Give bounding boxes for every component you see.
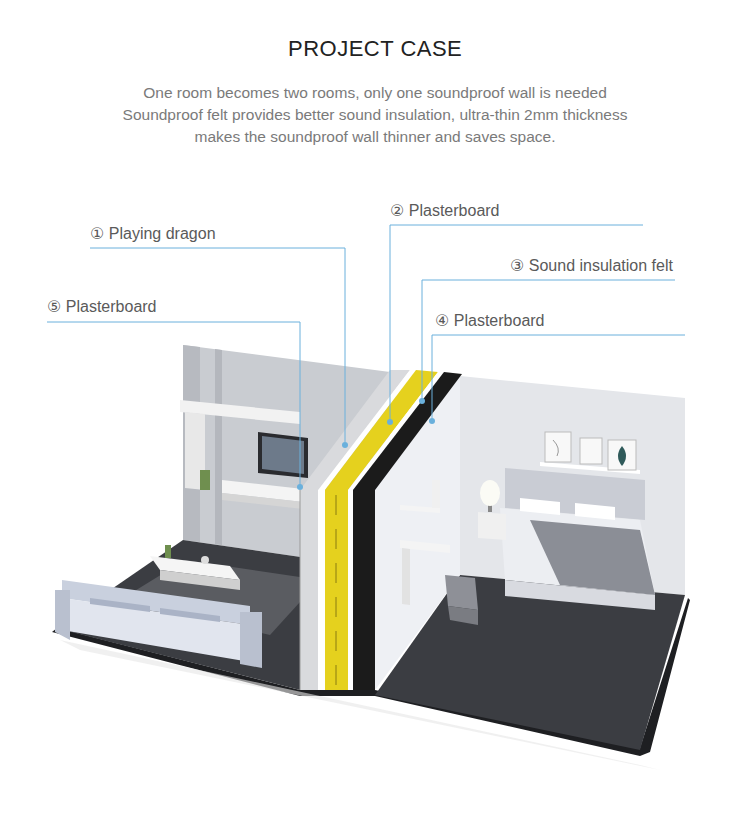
page-title: PROJECT CASE bbox=[288, 36, 462, 62]
coffee-table bbox=[160, 570, 240, 590]
nightstand-lamp bbox=[480, 480, 500, 506]
desk-chair bbox=[445, 575, 478, 610]
leader-line bbox=[432, 335, 685, 336]
right-room bbox=[460, 376, 685, 595]
callout-label: ③ Sound insulation felt bbox=[510, 256, 673, 275]
sofa bbox=[160, 608, 220, 622]
bed bbox=[520, 498, 560, 515]
soundproof-wall bbox=[300, 370, 462, 690]
tv-cabinet bbox=[262, 436, 304, 474]
soundproof-wall bbox=[300, 490, 318, 690]
sofa bbox=[55, 580, 262, 668]
left-room bbox=[215, 349, 222, 545]
leader-dot bbox=[342, 442, 348, 448]
leader-line bbox=[390, 225, 643, 226]
nightstand-lamp bbox=[478, 512, 506, 540]
left-room bbox=[55, 345, 390, 690]
soundproof-wall bbox=[325, 490, 348, 690]
wall-shelf bbox=[608, 440, 636, 470]
desk-chair bbox=[448, 606, 478, 625]
desk-chair bbox=[402, 548, 410, 605]
callout-label: ② Plasterboard bbox=[390, 201, 500, 220]
leader-line bbox=[422, 280, 423, 399]
leader-dot bbox=[419, 398, 425, 404]
nightstand-lamp bbox=[478, 480, 506, 540]
sofa bbox=[55, 590, 70, 640]
leader-line bbox=[47, 225, 685, 485]
callout-label: ⑤ Plasterboard bbox=[47, 297, 157, 316]
soundproof-wall bbox=[353, 490, 375, 690]
sofa bbox=[240, 612, 262, 668]
wall-shelf bbox=[618, 446, 626, 466]
callout-label: ① Playing dragon bbox=[90, 224, 216, 243]
leader-line bbox=[90, 248, 345, 442]
callout-label: ④ Plasterboard bbox=[435, 311, 545, 330]
leader-line bbox=[390, 225, 391, 420]
leader-line bbox=[47, 322, 300, 485]
soundproof-wall bbox=[318, 490, 325, 690]
sofa bbox=[62, 598, 250, 662]
tv-cabinet bbox=[200, 470, 210, 490]
wall-shelf bbox=[580, 438, 602, 464]
leader-line bbox=[422, 280, 675, 281]
coffee-table bbox=[150, 545, 240, 590]
desk-chair bbox=[432, 480, 440, 508]
bed bbox=[530, 520, 655, 595]
sofa bbox=[90, 598, 150, 612]
wall-shelf bbox=[553, 440, 558, 456]
leader-dot bbox=[297, 398, 435, 490]
bed bbox=[575, 503, 615, 520]
leader-dot bbox=[387, 419, 393, 425]
soundproof-wall bbox=[336, 495, 337, 685]
leader-dot bbox=[297, 484, 303, 490]
right-room bbox=[375, 376, 685, 750]
coffee-table bbox=[165, 545, 171, 558]
leader-dot bbox=[429, 418, 435, 424]
leader-line bbox=[432, 335, 433, 418]
soundproof-wall bbox=[348, 372, 444, 490]
soundproof-wall bbox=[353, 372, 462, 490]
soundproof-wall bbox=[348, 490, 353, 690]
bed bbox=[500, 468, 655, 610]
soundproof-wall bbox=[300, 490, 301, 690]
coffee-table bbox=[201, 556, 209, 564]
desk-chair bbox=[398, 480, 478, 625]
page-caption: One room becomes two rooms, only one sou… bbox=[120, 82, 630, 148]
wall-shelf bbox=[545, 432, 571, 462]
wall-shelf bbox=[540, 432, 640, 474]
bed bbox=[505, 580, 655, 610]
